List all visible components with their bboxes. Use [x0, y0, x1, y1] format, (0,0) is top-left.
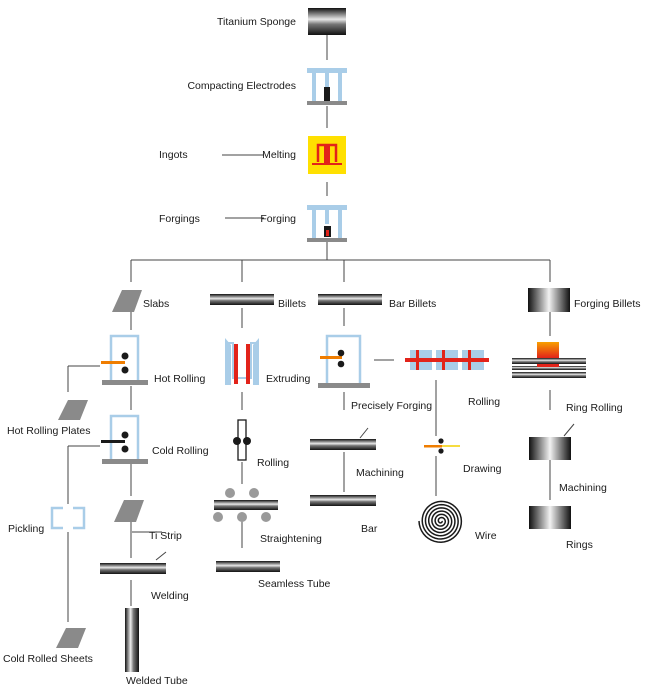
- straightening-rolls-icon: [213, 488, 278, 522]
- label-hot-rolling-plates: Hot Rolling Plates: [7, 425, 90, 437]
- cold-rolling-mill-icon: [101, 414, 148, 464]
- cold-rolled-sheet-icon: [56, 628, 86, 648]
- machined-ring-icon: [529, 437, 571, 460]
- forging-press-icon: [307, 205, 347, 242]
- tube-rolling-icon: [233, 419, 251, 461]
- wire-coil-icon: [418, 500, 463, 543]
- label-extruding: Extruding: [266, 373, 311, 385]
- label-cold-rolled-sheets: Cold Rolled Sheets: [3, 653, 93, 665]
- extruding-die-icon: [225, 338, 259, 385]
- hot-rolling-mill-icon: [101, 334, 148, 385]
- label-wire: Wire: [475, 530, 497, 542]
- label-forgings: Forgings: [159, 213, 200, 225]
- hot-rolling-plate-icon: [58, 400, 88, 420]
- bar-icon: [310, 495, 376, 506]
- welded-tube-icon: [125, 608, 139, 672]
- ring-icon: [529, 506, 571, 529]
- precise-forging-press-icon: [318, 334, 370, 388]
- label-machining-ring: Machining: [559, 482, 607, 494]
- label-bar: Bar: [361, 523, 378, 535]
- melting-furnace-icon: [308, 136, 346, 174]
- label-seamless-tube: Seamless Tube: [258, 578, 331, 590]
- ti-strip-icon: [114, 500, 144, 522]
- label-precisely-forging: Precisely Forging: [351, 400, 432, 412]
- label-melting: Melting: [262, 149, 296, 161]
- seamless-tube-icon: [216, 561, 280, 572]
- label-straightening: Straightening: [260, 533, 322, 545]
- label-forging-billets: Forging Billets: [574, 298, 641, 310]
- label-billets: Billets: [278, 298, 306, 310]
- wire-drawing-icon: [424, 438, 460, 454]
- label-rings: Rings: [566, 539, 593, 551]
- welding-strip-icon: [100, 563, 166, 574]
- ring-rolling-icon: [512, 342, 586, 378]
- label-hot-rolling: Hot Rolling: [154, 373, 206, 385]
- label-titanium-sponge: Titanium Sponge: [217, 16, 296, 28]
- label-welded-tube: Welded Tube: [126, 675, 188, 687]
- process-labels: Titanium Sponge Compacting Electrodes In…: [3, 16, 641, 687]
- bar-billet-icon: [318, 294, 382, 305]
- label-pickling: Pickling: [8, 523, 44, 535]
- label-drawing: Drawing: [463, 463, 502, 475]
- label-ring-rolling: Ring Rolling: [566, 402, 623, 414]
- bar-rolling-dies-icon: [405, 350, 489, 370]
- label-forging: Forging: [260, 213, 296, 225]
- label-ti-strip: Ti Strip: [149, 530, 182, 542]
- label-machining-bar: Machining: [356, 467, 404, 479]
- compacting-electrodes-icon: [307, 68, 347, 105]
- label-rolling-tube: Rolling: [257, 457, 289, 469]
- billet-icon: [210, 294, 274, 305]
- slab-icon: [112, 290, 142, 312]
- pickling-tank-icon: [50, 506, 86, 530]
- forging-billet-icon: [528, 288, 570, 312]
- label-bar-billets: Bar Billets: [389, 298, 436, 310]
- label-welding: Welding: [151, 590, 189, 602]
- machined-bar-icon: [310, 439, 376, 450]
- label-slabs: Slabs: [143, 298, 169, 310]
- label-cold-rolling: Cold Rolling: [152, 445, 209, 457]
- label-rolling-bar: Rolling: [468, 396, 500, 408]
- titanium-sponge-icon: [308, 8, 346, 35]
- label-compacting-electrodes: Compacting Electrodes: [187, 80, 296, 92]
- connector-lines: [67, 35, 575, 622]
- label-ingots: Ingots: [159, 149, 188, 161]
